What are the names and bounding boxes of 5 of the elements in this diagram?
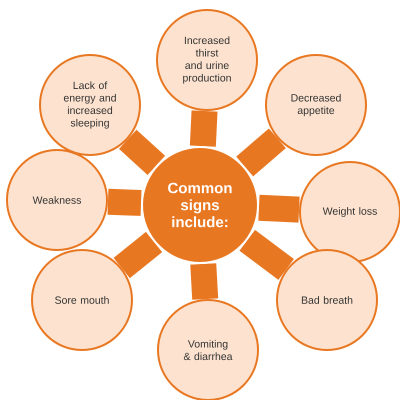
petal-connector bbox=[190, 263, 218, 300]
node-label: Weight loss bbox=[322, 207, 377, 217]
petal-connector bbox=[114, 232, 162, 278]
petal-connector bbox=[190, 110, 218, 147]
petal-connector bbox=[108, 188, 142, 216]
